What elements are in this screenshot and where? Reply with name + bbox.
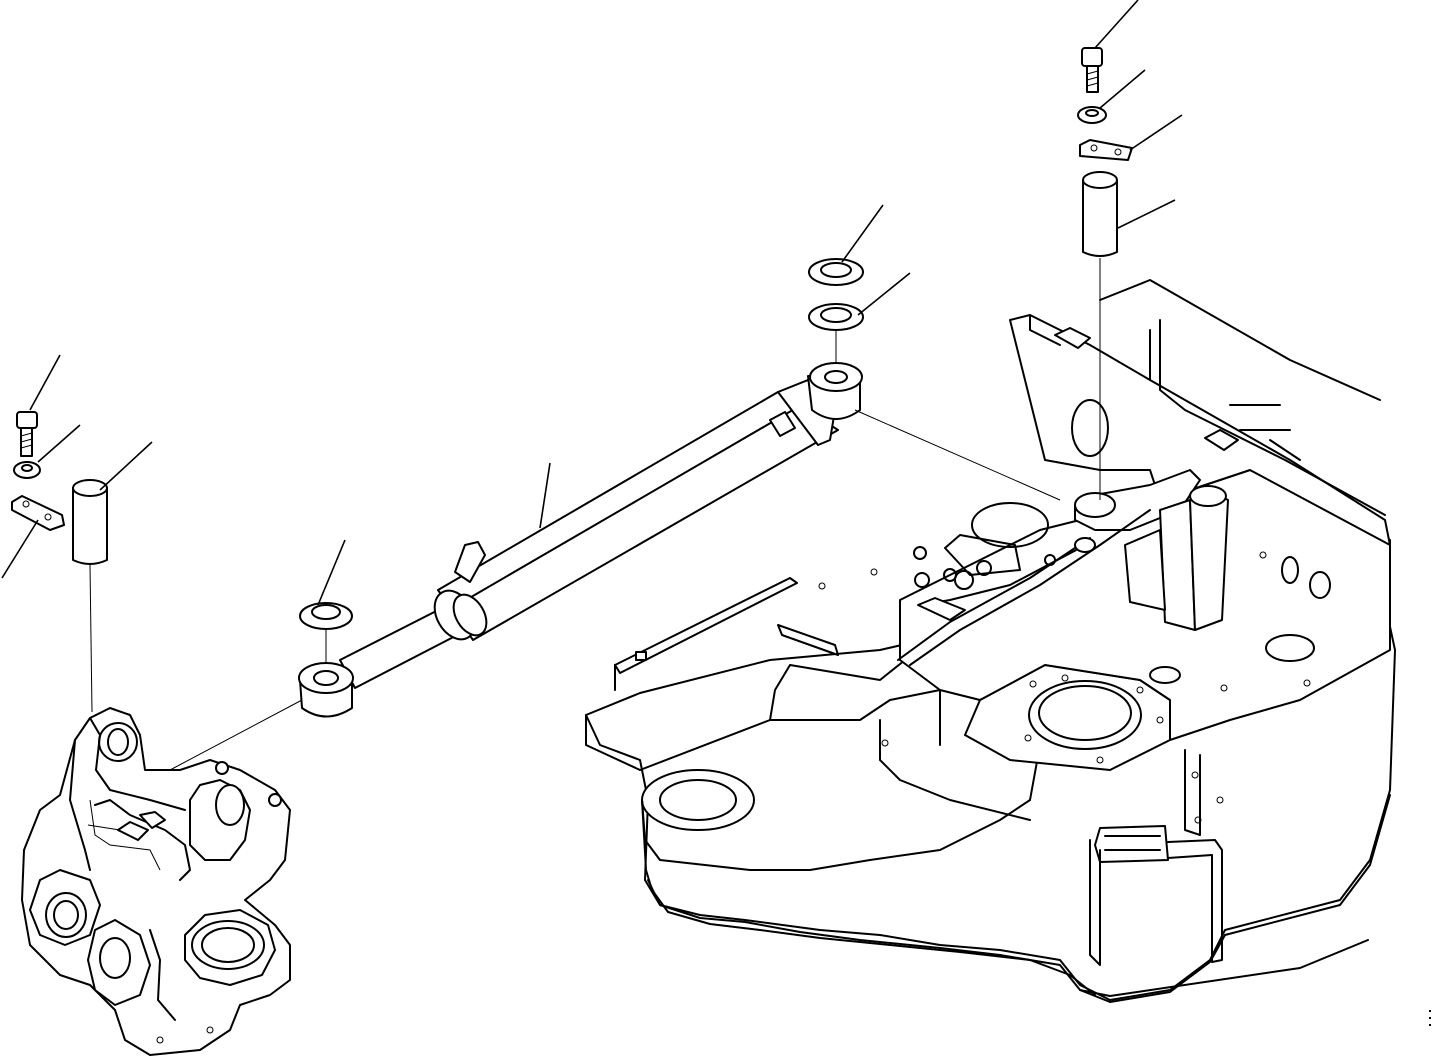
swing-cylinder xyxy=(298,362,1061,718)
callout-leaders xyxy=(1,0,1183,606)
drawing-mark xyxy=(1429,1010,1431,1026)
shim-head-lower xyxy=(808,303,864,331)
washer-left xyxy=(13,461,41,479)
lock-plate-left xyxy=(11,495,65,531)
bolt-left xyxy=(16,411,38,457)
washer-right xyxy=(1077,106,1107,124)
revolving-frame xyxy=(585,279,1396,1003)
shim-rod-end xyxy=(299,602,353,630)
pin-left xyxy=(72,479,108,565)
boom-swing-bracket xyxy=(21,707,291,1056)
lock-plate-right xyxy=(1079,139,1133,161)
pin-right xyxy=(1082,171,1118,257)
shim-head-upper xyxy=(808,258,864,286)
bolt-right xyxy=(1081,47,1103,93)
